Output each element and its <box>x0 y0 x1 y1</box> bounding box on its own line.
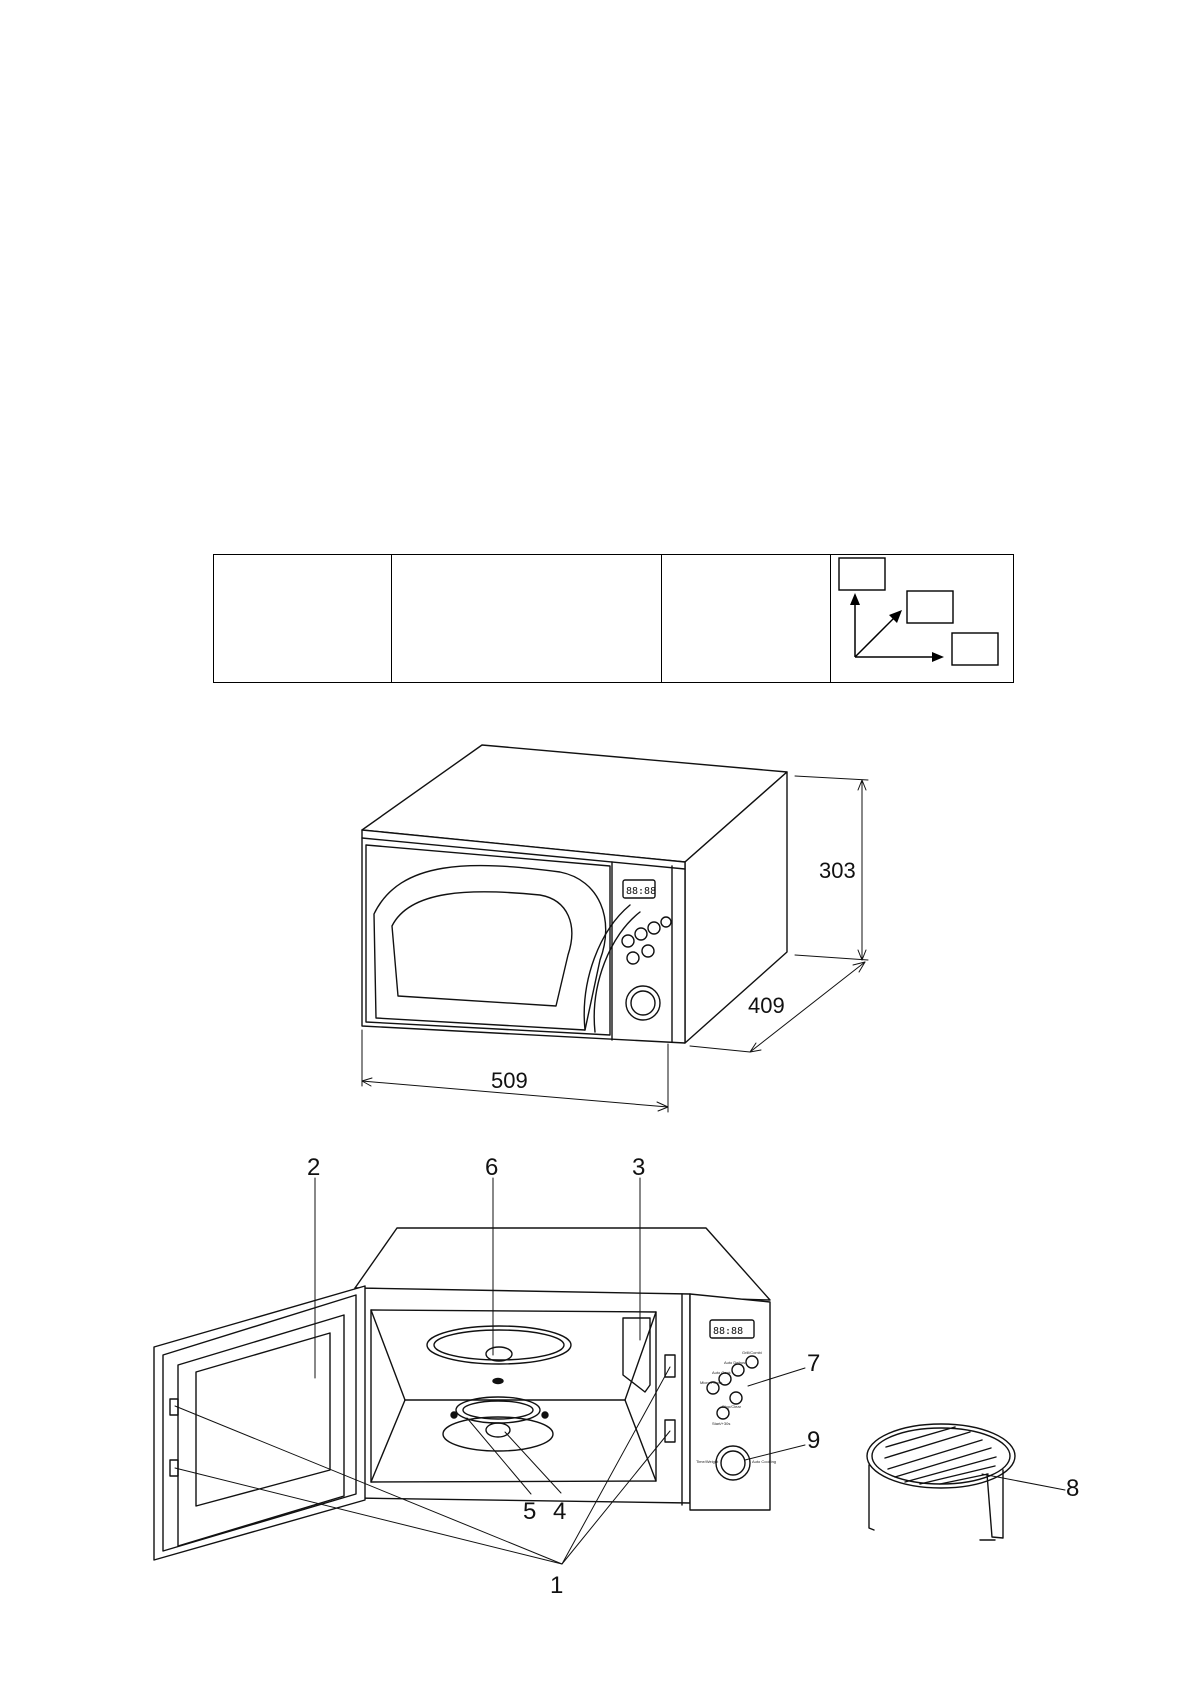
specification-table <box>213 554 1014 683</box>
microwave-closed-illustration <box>361 744 869 1113</box>
callout-2: 2 <box>307 1154 320 1181</box>
table-cell-empty-2 <box>391 554 662 683</box>
display-icon-open <box>709 1319 755 1339</box>
dial-icon-open <box>715 1445 751 1481</box>
table-cell-empty-1 <box>213 554 392 683</box>
dimension-height-label: 303 <box>819 858 856 883</box>
table-cell-axes <box>830 554 1014 683</box>
dial-icon <box>625 985 661 1021</box>
axis-box-right <box>951 632 999 666</box>
display-icon <box>622 879 656 899</box>
leader-lines <box>174 1177 1066 1565</box>
arrowhead-diagonal <box>889 610 902 623</box>
microwave-open-illustration <box>153 1227 771 1561</box>
axes-diagram <box>838 557 999 666</box>
table-row <box>213 554 1014 683</box>
callout-8: 8 <box>1066 1475 1079 1502</box>
display-readout-open: 88:88 <box>713 1326 743 1337</box>
axis-box-middle <box>906 590 954 624</box>
panel-label-2: Auto Defrost <box>724 1360 747 1365</box>
axis-diagonal <box>854 616 896 658</box>
axis-box-top <box>838 557 886 591</box>
arrowhead-right <box>932 652 944 662</box>
arrowhead-up <box>850 593 860 605</box>
callout-1: 1 <box>550 1572 563 1599</box>
callout-3: 3 <box>632 1154 645 1181</box>
panel-label-1: Grill/Combi <box>742 1350 762 1355</box>
panel-label-6: Start/+30s <box>712 1421 730 1426</box>
display-readout-closed: 88:88 <box>626 886 656 897</box>
dimension-width-label: 509 <box>491 1068 528 1093</box>
callout-9: 9 <box>807 1427 820 1454</box>
callout-4: 4 <box>553 1498 566 1525</box>
dial-label-right: Auto Cooking <box>752 1459 776 1464</box>
callout-6: 6 <box>485 1154 498 1181</box>
panel-label-4: Micro Power <box>700 1380 723 1385</box>
callout-5: 5 <box>523 1498 536 1525</box>
panel-label-5: Stop/Clear <box>722 1404 742 1409</box>
dimension-depth-label: 409 <box>748 993 785 1018</box>
table-cell-empty-3 <box>661 554 831 683</box>
dial-label-left: Time/Weight <box>696 1459 719 1464</box>
grill-rack-illustration <box>866 1423 1016 1541</box>
callout-7: 7 <box>807 1350 820 1377</box>
panel-label-3: Auto Cook <box>712 1370 731 1375</box>
